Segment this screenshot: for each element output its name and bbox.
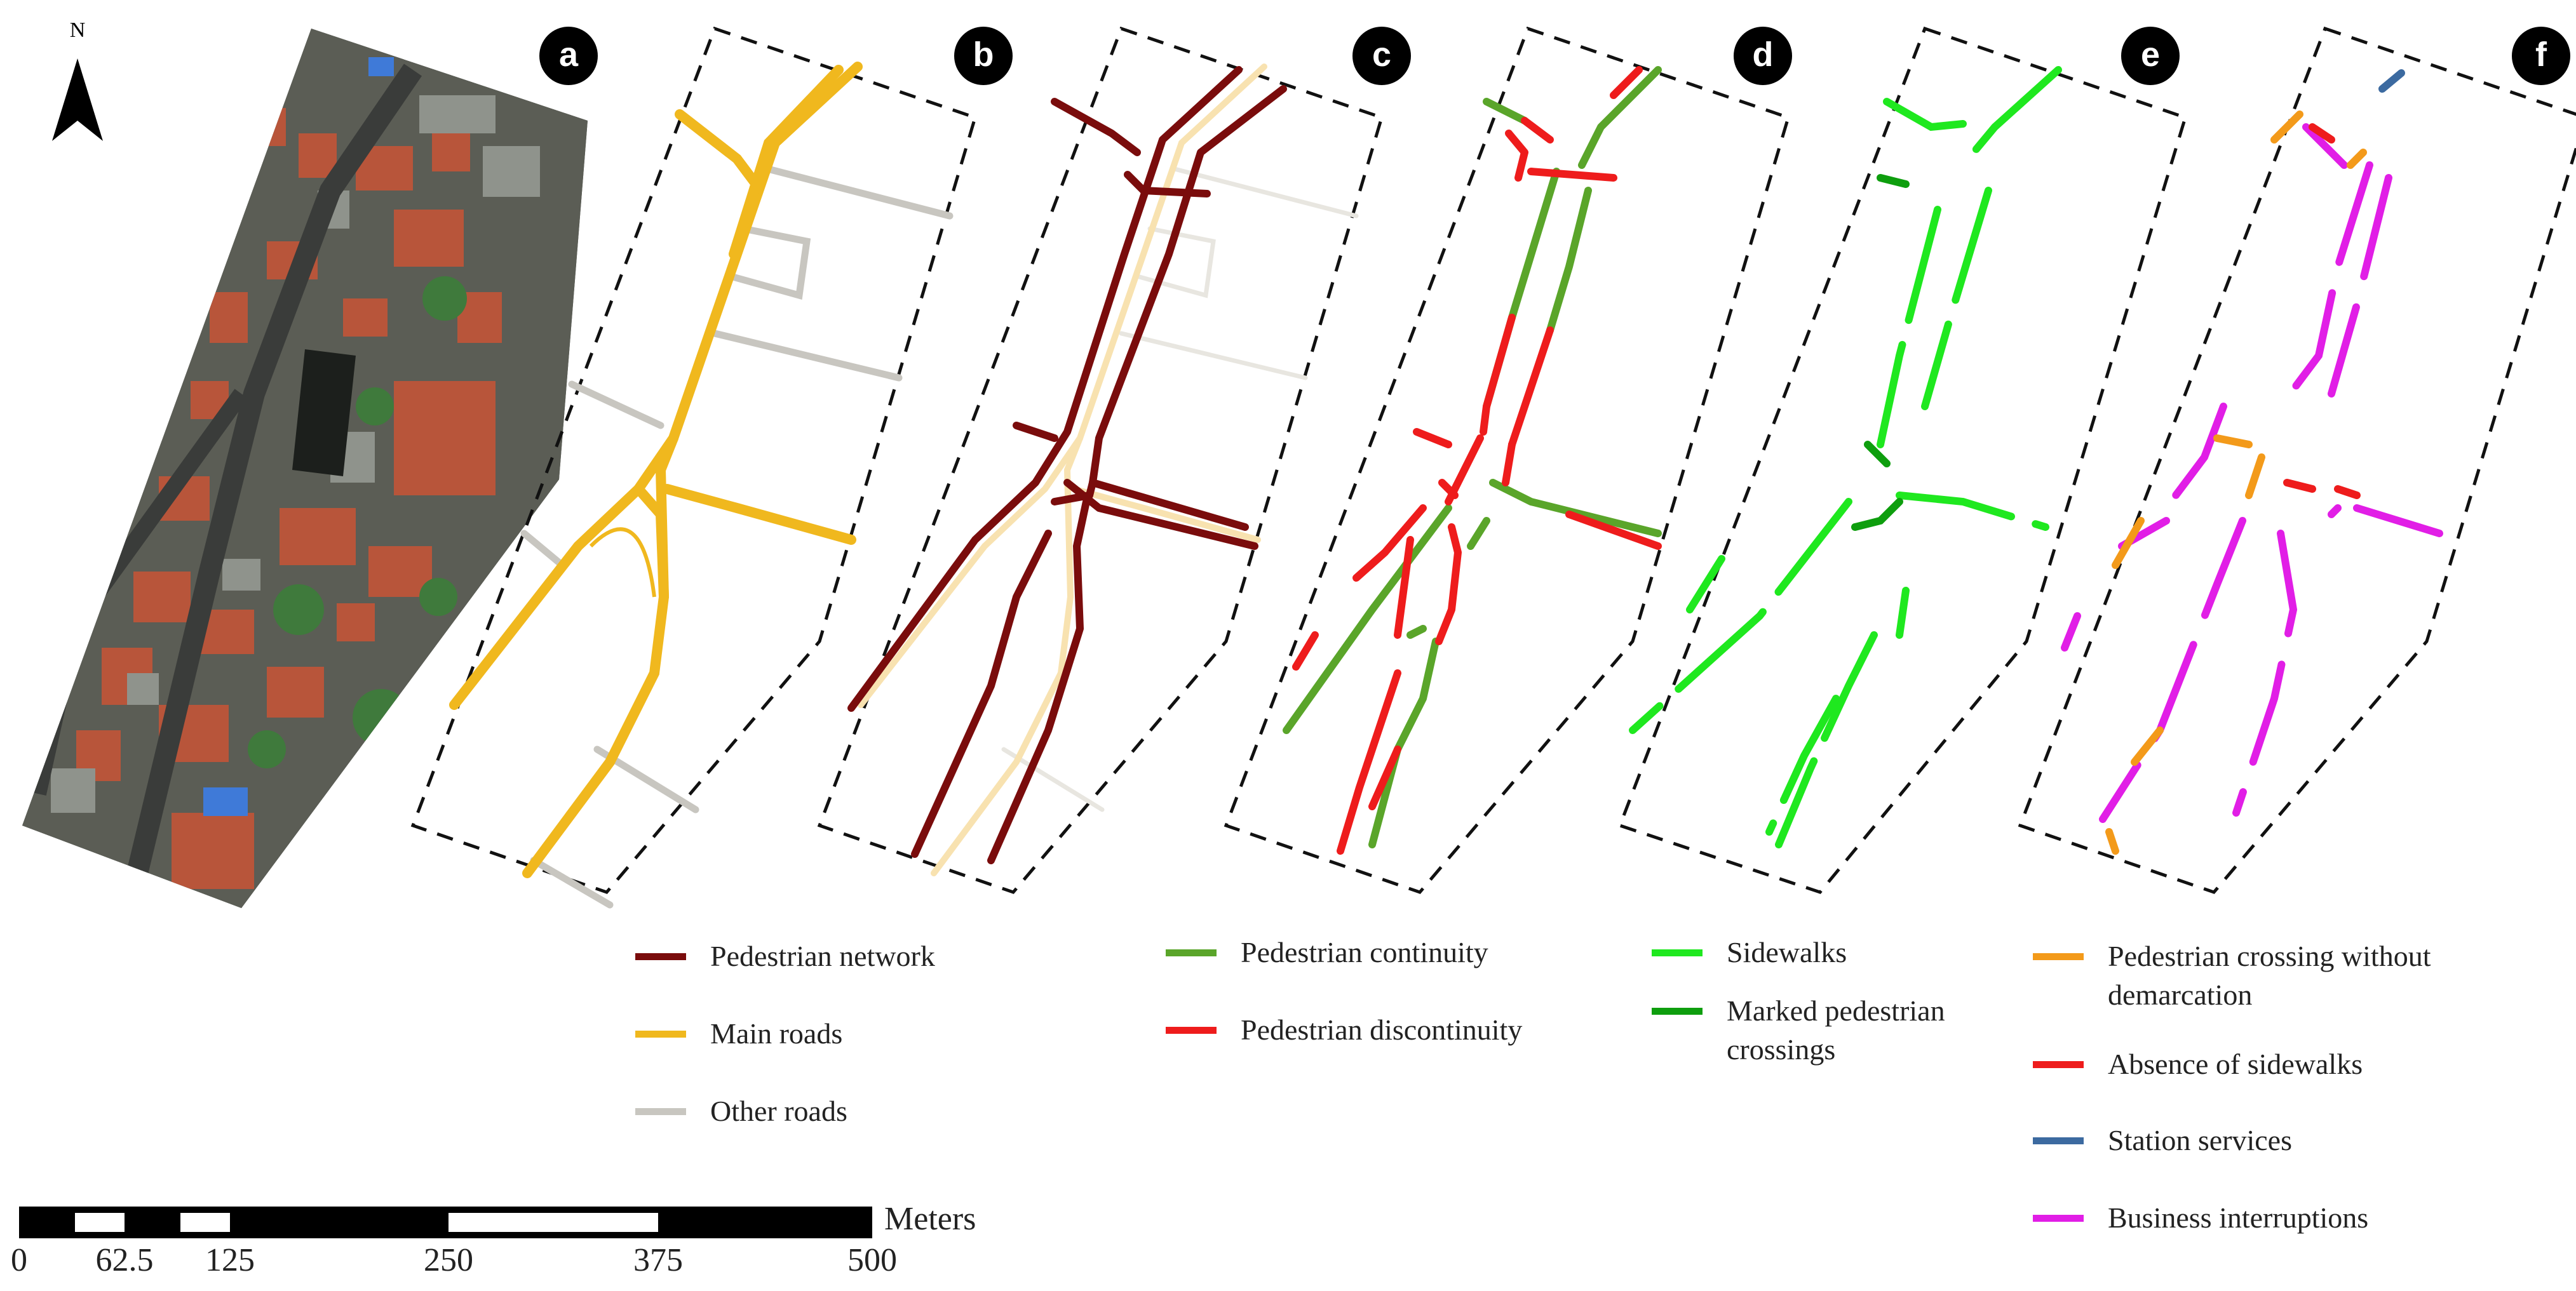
panel-b-map bbox=[819, 29, 1382, 892]
satellite-image bbox=[22, 29, 588, 908]
panel-label-e: e bbox=[2121, 27, 2180, 85]
svg-text:f: f bbox=[2535, 36, 2547, 74]
north-arrow-icon bbox=[52, 58, 103, 141]
panel-label-f: f bbox=[2512, 27, 2570, 85]
panel-e-map bbox=[2018, 26, 2576, 894]
panel-label-b: b bbox=[954, 27, 1013, 85]
panel-label-c: c bbox=[1352, 27, 1411, 85]
svg-text:d: d bbox=[1753, 36, 1774, 74]
panel-d-map bbox=[1617, 26, 2188, 894]
panel-c-map bbox=[1226, 29, 1788, 892]
panel-label-a: a bbox=[539, 27, 598, 85]
north-arrow-label: N bbox=[70, 18, 86, 42]
svg-text:e: e bbox=[2141, 36, 2160, 74]
svg-text:b: b bbox=[973, 36, 994, 74]
panel-a-map bbox=[413, 29, 975, 909]
svg-text:c: c bbox=[1372, 36, 1391, 74]
panel-label-d: d bbox=[1734, 27, 1792, 85]
svg-text:a: a bbox=[559, 36, 579, 74]
scale-bar bbox=[19, 1207, 872, 1238]
